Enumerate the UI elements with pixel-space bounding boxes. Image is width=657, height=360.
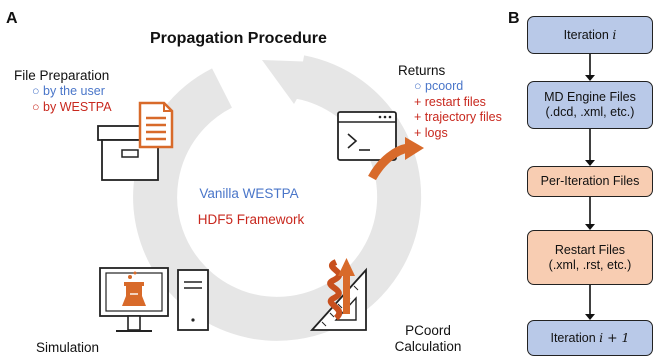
terminal-prompt-text: >_ <box>347 131 348 132</box>
returns-block: Returns ○ pcoord + restart files + traje… <box>398 63 502 141</box>
vanilla-westpa-label: Vanilla WESTPA <box>199 186 299 201</box>
box-iteration-i: Iteration i <box>527 16 653 54</box>
box-per-iteration-files: Per-Iteration Files <box>527 166 653 197</box>
computer-icon <box>99 267 209 332</box>
file-box-icon <box>97 101 174 181</box>
hdf5-framework-label: HDF5 Framework <box>197 212 305 227</box>
pcoord-label-line1: PCoord <box>405 323 451 338</box>
box-iteration-i1-text: Iteration <box>550 331 600 345</box>
box-iteration-i-var: i <box>612 27 617 42</box>
box-restart-files: Restart Files (.xml, .rst, etc.) <box>527 230 653 285</box>
diagram-title: Propagation Procedure <box>150 30 327 47</box>
box-iteration-i-plus-1: Iteration i + 1 <box>527 320 653 356</box>
pcoord-calculation-label: PCoord Calculation <box>386 323 470 355</box>
return-arrow-icon <box>368 137 424 181</box>
returns-restart-files: + restart files <box>414 94 486 109</box>
file-preparation-heading: File Preparation <box>14 68 110 83</box>
file-preparation-block: File Preparation ○ by the user ○ by WEST… <box>14 68 112 115</box>
returns-pcoord: ○ pcoord <box>414 79 464 93</box>
flowchart-arrowheads <box>585 75 595 320</box>
box-iteration-i-text: Iteration <box>563 28 613 42</box>
file-prep-by-westpa: ○ by WESTPA <box>32 99 112 114</box>
returns-heading: Returns <box>398 63 446 78</box>
returns-logs: + logs <box>414 125 448 140</box>
protein-ruler-icon <box>309 258 367 331</box>
box-iteration-i1-var: i + 1 <box>599 330 630 345</box>
box-md-engine-files: MD Engine Files (.dcd, .xml, etc.) <box>527 81 653 129</box>
panel-letter-a: A <box>6 10 18 27</box>
terminal-icon <box>337 111 397 161</box>
panel-letter-b: B <box>508 10 520 27</box>
simulation-label: Simulation <box>36 340 100 355</box>
returns-trajectory-files: + trajectory files <box>414 110 502 124</box>
pcoord-label-line2: Calculation <box>394 339 462 354</box>
file-prep-by-user: ○ by the user <box>32 84 105 98</box>
